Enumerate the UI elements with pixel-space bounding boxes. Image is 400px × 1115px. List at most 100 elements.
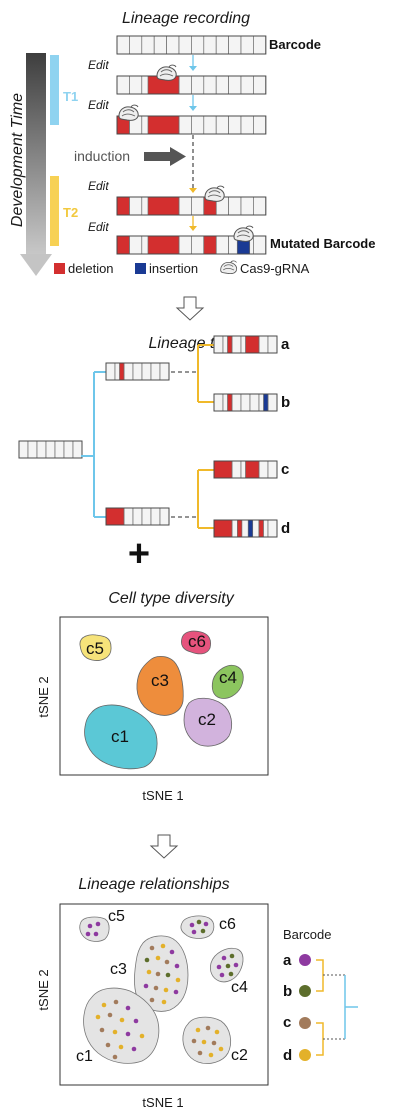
barcode-cell [253, 115, 267, 135]
tsne2-axis-label: tSNE 2 [36, 676, 51, 717]
barcode-cell [63, 440, 74, 459]
deletion-segment [245, 460, 260, 479]
cluster-c3 [136, 656, 184, 716]
barcode-cell [240, 75, 254, 95]
cell-dot-a [95, 921, 101, 927]
barcode-cell [228, 75, 242, 95]
cluster-label-c4: c4 [219, 668, 237, 687]
barcode-outline [116, 235, 267, 255]
barcode-outline [105, 362, 170, 381]
edit-label-1: Edit [88, 58, 109, 72]
barcode-cell [105, 362, 116, 381]
barcode-cell [258, 335, 269, 354]
cell-dot-c [112, 1054, 118, 1060]
cluster-label-c1: c1 [76, 1048, 93, 1065]
development-time-arrow [20, 53, 52, 276]
barcode-cell [253, 35, 267, 55]
barcode-row-edit-3 [116, 196, 267, 216]
barcode-row-initial [116, 35, 267, 55]
cluster-label-c2: c2 [198, 710, 216, 729]
cell-dot-c [211, 1040, 217, 1046]
cell-dot-d [160, 943, 166, 949]
cell-dot-d [118, 1044, 124, 1050]
cluster-c1 [84, 704, 158, 770]
barcode-dot-d [299, 1049, 311, 1061]
tree-leaf-c: c [281, 461, 289, 478]
cell-dot-a [133, 1018, 139, 1024]
barcode-cell [215, 235, 229, 255]
deletion-segment [147, 235, 180, 255]
cell-dot-c [197, 1050, 203, 1056]
barcode-outline [213, 460, 278, 479]
cluster-c4 [211, 664, 244, 699]
barcode-cell [253, 196, 267, 216]
down-arrow-2 [149, 834, 179, 859]
legend-deletion-label: deletion [68, 261, 114, 276]
legend-deletion-swatch [54, 263, 65, 274]
cluster-c6-grey [180, 915, 215, 939]
cell-dot-a [169, 949, 175, 955]
cluster-c5-grey [79, 916, 110, 942]
barcode-cell [129, 35, 143, 55]
barcode-cell [132, 507, 143, 526]
edit-label-4: Edit [88, 220, 109, 234]
barcode-cell [178, 196, 192, 216]
barcode-cell [240, 196, 254, 216]
barcode-cell [215, 35, 229, 55]
deletion-segment [213, 519, 233, 538]
cell-dot-b [228, 971, 234, 977]
barcode-key-a: a [283, 952, 292, 969]
cell-dot-a [125, 1031, 131, 1037]
cell-dot-b [144, 957, 150, 963]
insertion-segment [263, 393, 269, 412]
tsne1-axis-label-2: tSNE 1 [142, 1095, 183, 1110]
cluster-c1-grey [83, 987, 160, 1064]
cluster-c5 [79, 634, 112, 661]
down-arrow-1 [175, 296, 205, 321]
barcode-cell [240, 115, 254, 135]
cluster-label-c4: c4 [231, 979, 248, 996]
barcode-cell [228, 196, 242, 216]
cell-dot-d [101, 1002, 107, 1008]
cell-dot-c [107, 1012, 113, 1018]
barcode-cell [178, 35, 192, 55]
deletion-segment [245, 335, 260, 354]
barcode-cell [159, 507, 170, 526]
barcode-outline [213, 335, 278, 354]
t2-label: T2 [63, 205, 78, 220]
barcode-cell [166, 35, 180, 55]
lineage-recording-title: Lineage recording [122, 10, 250, 27]
lineage-tree [18, 335, 278, 538]
cluster-label-c5: c5 [86, 639, 104, 658]
deletion-segment [147, 196, 180, 216]
barcode-row-edit-2 [116, 115, 267, 135]
cell-dot-a [131, 1046, 137, 1052]
cell-dot-c [155, 971, 161, 977]
cell-dot-c [105, 1042, 111, 1048]
cas9-icon [156, 64, 177, 81]
cas9-icon [118, 104, 139, 121]
tsne-plot-frame [59, 616, 269, 776]
barcode-cell [129, 75, 143, 95]
barcode-cell [36, 440, 47, 459]
barcode-dot-b [299, 985, 311, 997]
cell-dot-a [216, 964, 222, 970]
barcode-cell [54, 440, 65, 459]
barcode-cell [45, 440, 56, 459]
cell-dot-b [225, 963, 231, 969]
cell-dot-c [164, 959, 170, 965]
edit-label-3: Edit [88, 179, 109, 193]
deletion-segment [119, 362, 125, 381]
cell-dot-a [221, 955, 227, 961]
barcode-row-edit-1 [116, 75, 267, 95]
induction-label: induction [74, 148, 130, 164]
cell-dot-a [191, 929, 197, 935]
cell-dot-d [146, 969, 152, 975]
barcode-cell [231, 460, 242, 479]
barcode-key-b: b [283, 983, 292, 1000]
barcode-cell [153, 35, 167, 55]
legend-insertion-swatch [135, 263, 146, 274]
barcode-cell [231, 393, 242, 412]
barcode-outline [18, 440, 83, 459]
cas9-icon [204, 185, 225, 202]
